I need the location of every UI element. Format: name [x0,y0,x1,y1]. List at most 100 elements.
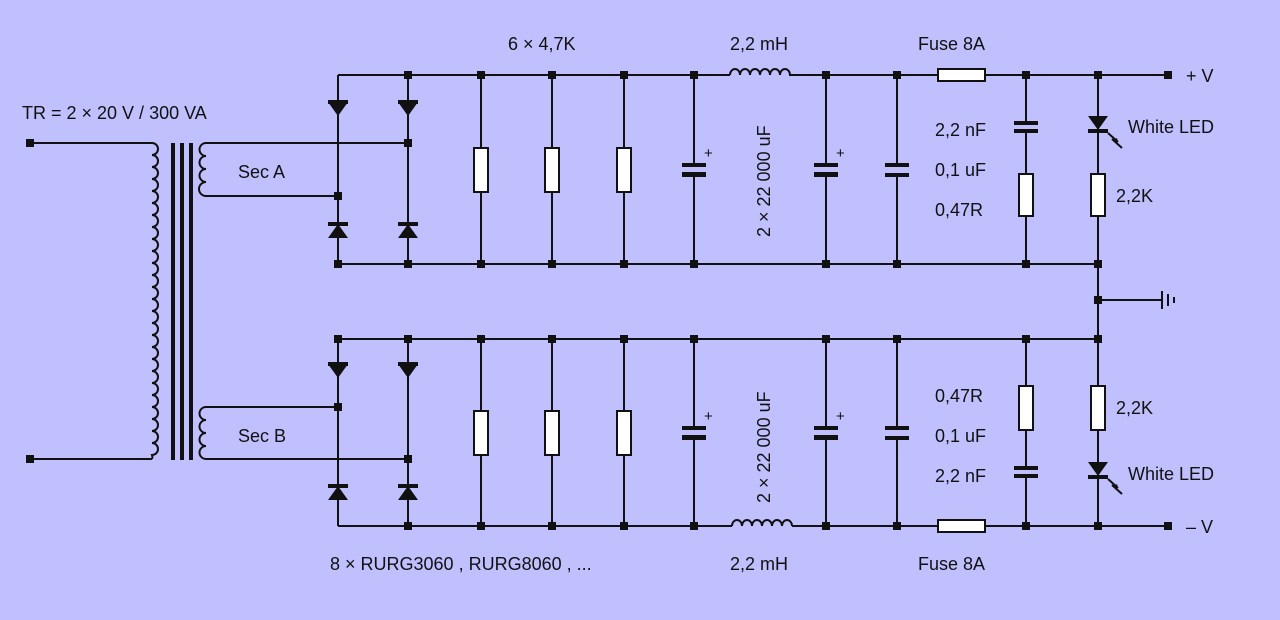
junction-dot [404,139,412,147]
snubber-res-bottom-label: 0,47R [935,386,983,406]
junction-dot [477,522,485,530]
output-positive-label: + V [1186,66,1214,86]
fuse-bottom-label: Fuse 8A [918,554,985,574]
electrolytic-capacitor [814,426,838,440]
junction-dot [1094,296,1102,304]
electrolytic-capacitor [682,426,706,440]
junction-dot [548,335,556,343]
inductor-bottom-label: 2,2 mH [730,554,788,574]
inductor [729,68,792,76]
resistor [616,410,632,456]
polarity-plus: + [704,145,713,162]
film-capacitor [1014,466,1038,478]
junction-dot [1022,522,1030,530]
junction-dot [26,139,34,147]
junction-dot [620,335,628,343]
junction-dot [893,260,901,268]
secondary-a-winding [198,142,207,197]
resistor [616,147,632,193]
junction-dot [404,522,412,530]
junction-dot [1022,71,1030,79]
junction-dot [1022,335,1030,343]
junction-dot [1094,522,1102,530]
diode [398,222,418,238]
rectifier-bridges [328,100,418,500]
junction-dot [690,260,698,268]
junction-dot [477,260,485,268]
transformer-core-bar [171,143,175,460]
led-top-label: White LED [1128,117,1214,137]
junction-dot [620,522,628,530]
led-resistor-bottom-label: 2,2K [1116,398,1153,418]
fuse [937,68,986,82]
leds [1088,116,1123,495]
junction-dot [1094,335,1102,343]
snubber-res-top-label: 0,47R [935,200,983,220]
inductor [731,519,793,527]
junction-dot [334,403,342,411]
inductor-top-label: 2,2 mH [730,34,788,54]
output-negative-label: – V [1186,517,1213,537]
junction-dot [1022,260,1030,268]
junction-dot [548,522,556,530]
junction-dot [404,455,412,463]
film-capacitor [885,163,909,177]
wires [30,74,1168,527]
diode [398,362,418,378]
capacitors-bottom-label: 2 × 22 000 uF [754,391,774,503]
capacitors: + + + + [682,121,1038,478]
polarity-plus: + [704,408,713,425]
junction-dot [548,260,556,268]
led-resistor-top-label: 2,2K [1116,186,1153,206]
junction-dots [26,71,1172,530]
polarity-plus: + [836,145,845,162]
transformer-core-bar [180,143,184,460]
junction-dot [404,71,412,79]
resistor [544,147,560,193]
transformer-core-bar [189,143,193,460]
junction-dot [822,522,830,530]
resistors-label: 6 × 4,7K [508,34,576,54]
diode [398,484,418,500]
capacitors-top-label: 2 × 22 000 uF [754,125,774,237]
transformer-label: TR = 2 × 20 V / 300 VA [22,103,207,123]
fuses [937,68,986,533]
junction-dot [893,522,901,530]
electrolytic-capacitor [682,163,706,177]
led [1088,462,1123,495]
film-capacitor [885,426,909,440]
junction-dot [1094,260,1102,268]
junction-dot [893,71,901,79]
diodes-label: 8 × RURG3060 , RURG8060 , ... [330,554,592,574]
snubber-cap-top-label: 2,2 nF [935,120,986,140]
junction-dot [620,260,628,268]
snubber-cap-bottom-label: 2,2 nF [935,466,986,486]
junction-dot [822,335,830,343]
fuse [937,519,986,533]
junction-dot [334,335,342,343]
resistor [544,410,560,456]
diode [328,222,348,238]
secondary-b-label: Sec B [238,426,286,446]
junction-dot [404,260,412,268]
diode [328,362,348,378]
electrolytic-capacitor [814,163,838,177]
resistor [473,410,489,456]
snubber-cap2-top-label: 0,1 uF [935,160,986,180]
transformer [150,142,207,460]
resistor [1090,385,1106,431]
junction-dot [1164,71,1172,79]
junction-dot [822,260,830,268]
fuse-top-label: Fuse 8A [918,34,985,54]
primary-winding [150,142,159,460]
secondary-b-winding [198,406,207,460]
diode [398,100,418,116]
junction-dot [690,522,698,530]
inductors [729,68,793,527]
diode [328,100,348,116]
junction-dot [690,335,698,343]
junction-dot [690,71,698,79]
junction-dot [477,71,485,79]
junction-dot [334,260,342,268]
junction-dot [404,335,412,343]
